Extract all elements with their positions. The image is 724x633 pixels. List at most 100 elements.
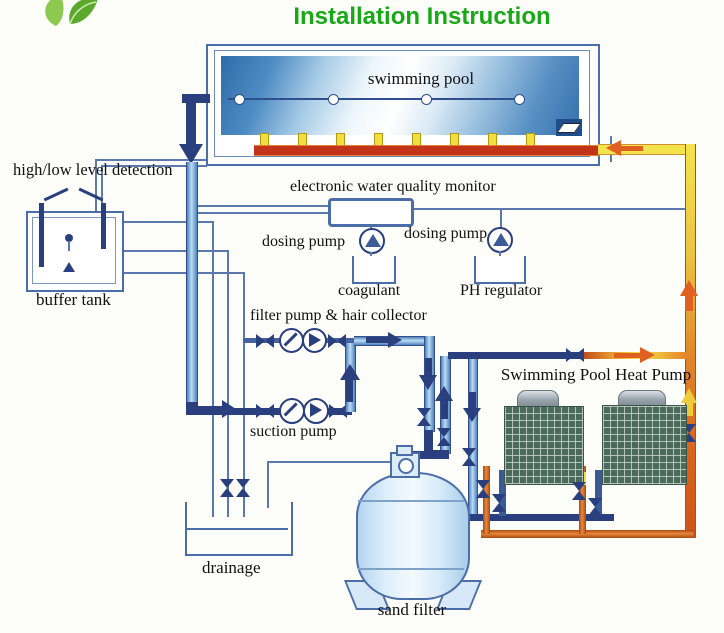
level-sensor-rod-short	[101, 203, 106, 249]
hp1-cold-riser	[499, 470, 506, 516]
valve-icon	[476, 480, 490, 498]
flow-arrow-up	[441, 401, 448, 419]
sand-filter-cap	[396, 445, 413, 456]
pool-skimmer	[556, 119, 582, 136]
monitor-input-line	[198, 205, 328, 207]
flow-arrow-down	[179, 144, 203, 164]
valve-icon	[417, 408, 431, 426]
dosing-pump-icon	[487, 227, 513, 253]
pool-drain-pipe	[186, 96, 196, 144]
pool-water	[221, 56, 579, 135]
sensor-stem	[68, 241, 70, 251]
flow-arrow-up	[681, 388, 697, 403]
sand-filter-feed-pipe	[424, 430, 433, 458]
flow-arrow-left	[621, 146, 643, 151]
buffer-tank-label: buffer tank	[36, 290, 111, 309]
pool-to-buffer-line	[95, 159, 97, 212]
valve-icon	[588, 498, 602, 516]
flow-arrow-right	[640, 347, 655, 363]
suction-line	[198, 408, 352, 415]
heat-pump-label: Swimming Pool Heat Pump	[500, 365, 692, 384]
valve-icon	[329, 404, 347, 418]
pool-drain-pipe	[182, 94, 210, 103]
monitor-input-line	[198, 212, 328, 214]
pool-to-buffer-line	[101, 165, 207, 167]
sand-filter-drain-line	[267, 461, 269, 508]
hp1-hot-outlet	[483, 466, 490, 534]
buffer-tank-line	[70, 272, 245, 274]
flow-arrow-up	[346, 380, 353, 402]
warm-water-distribution-pipe	[254, 145, 600, 156]
ph-regulator-tank	[474, 256, 526, 284]
leaf-logo-icon	[45, 0, 98, 26]
flow-arrow-up	[680, 280, 698, 296]
hp2-cold-riser	[595, 470, 602, 516]
valve-icon	[220, 479, 234, 497]
heat-pump-unit	[504, 406, 584, 485]
valve-icon	[572, 482, 586, 500]
dosing-pump-icon	[359, 228, 385, 254]
pool-level-float	[234, 94, 245, 105]
pipe-elbow	[408, 451, 433, 459]
dosing-pump-right-label: dosing pump	[404, 225, 488, 242]
flow-arrow-down	[425, 358, 432, 375]
pump-icon	[303, 398, 329, 424]
level-sensor-dot	[65, 234, 73, 242]
flow-arrow-down	[419, 375, 437, 390]
vessel-weld-line	[358, 500, 464, 502]
flow-arrow-right	[388, 332, 402, 348]
flow-arrow-left	[606, 140, 621, 156]
flow-arrow-up	[340, 364, 360, 380]
drain-line	[227, 250, 229, 517]
water-quality-monitor	[328, 198, 414, 227]
flow-arrow-up	[685, 296, 693, 311]
pool-to-buffer-line	[101, 165, 103, 212]
sensor-wire	[78, 187, 104, 201]
valve-icon	[682, 424, 696, 442]
valve-icon	[566, 348, 584, 362]
valve-icon	[236, 479, 250, 497]
sand-filter-vessel	[356, 472, 470, 600]
pool-drain-pipe	[186, 162, 198, 408]
pump-icon	[302, 328, 327, 353]
level-detection-label: high/low level detection	[13, 160, 173, 179]
dosing-pump-stem	[370, 252, 372, 258]
drain-line	[243, 272, 245, 517]
sensor-wire	[43, 187, 69, 201]
hot-manifold	[481, 530, 693, 538]
flow-arrow-up	[435, 386, 453, 401]
pool-to-buffer-line	[95, 159, 207, 161]
drainage-label: drainage	[202, 558, 261, 577]
hot-return-pipe-top	[598, 144, 688, 155]
buffer-tank-line	[69, 250, 229, 252]
filter-pump-label: filter pump & hair collector	[250, 307, 427, 324]
hair-collector-icon	[279, 398, 305, 424]
pool-level-float	[514, 94, 525, 105]
heat-pump-supply-line	[448, 352, 580, 359]
buffer-tank-inner-wall	[32, 217, 116, 284]
pool-label: swimming pool	[367, 69, 475, 88]
heat-pump-unit	[602, 405, 687, 485]
valve-icon	[492, 494, 506, 512]
float-switch-icon	[63, 262, 75, 272]
page-title: Installation Instruction	[293, 3, 551, 30]
pool-level-float	[421, 94, 432, 105]
coagulant-label: coagulant	[338, 282, 401, 299]
monitor-output-line	[408, 208, 688, 210]
pool-level-float	[328, 94, 339, 105]
suction-pump-label: suction pump	[250, 423, 337, 440]
heat-pump-cold-branch	[468, 359, 478, 519]
sand-filter-drain-line	[267, 461, 390, 463]
ph-regulator-label: PH regulator	[460, 282, 543, 299]
valve-icon	[256, 334, 274, 348]
valve-icon	[256, 404, 274, 418]
valve-head-port	[398, 458, 414, 474]
flow-arrow-down	[463, 408, 481, 422]
dosing-pump-left-label: dosing pump	[262, 233, 346, 250]
pool-water-level-line	[228, 98, 520, 100]
cold-manifold	[468, 514, 614, 521]
valve-icon	[328, 334, 346, 348]
level-sensor-rod-long	[39, 203, 44, 267]
flow-arrow-up	[686, 403, 693, 416]
